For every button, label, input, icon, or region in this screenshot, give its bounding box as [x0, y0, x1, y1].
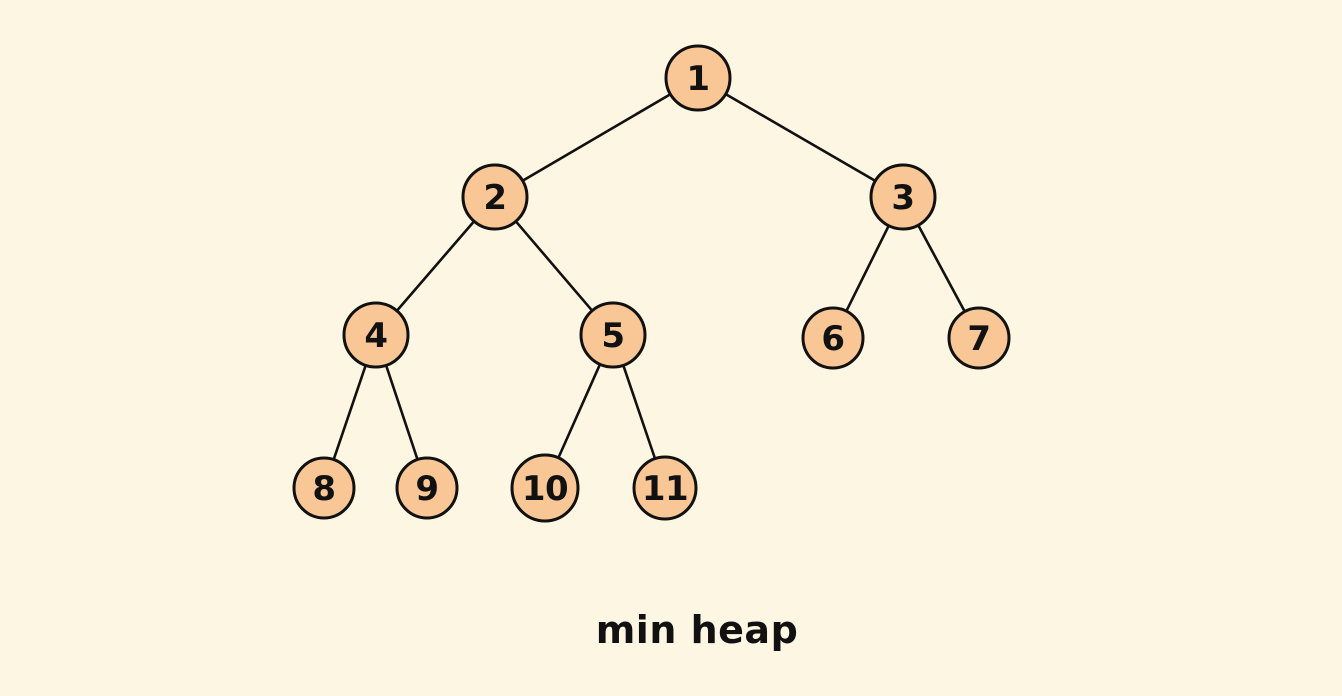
node-label: 3	[891, 178, 914, 218]
tree-edge	[385, 365, 419, 459]
node-label: 2	[483, 178, 506, 218]
node-label: 7	[967, 319, 990, 359]
tree-edge	[917, 225, 966, 312]
node-circle[interactable]	[579, 301, 647, 369]
edge-layer	[332, 93, 966, 460]
node-label: 4	[364, 316, 387, 356]
tree-node-11[interactable]: 11	[632, 455, 698, 521]
tree-node-10[interactable]: 10	[510, 453, 580, 523]
tree-node-7[interactable]: 7	[947, 306, 1011, 370]
node-circle[interactable]	[869, 163, 937, 231]
node-label: 6	[821, 319, 844, 359]
node-circle[interactable]	[801, 306, 865, 370]
tree-edge	[523, 93, 670, 182]
tree-edge	[332, 365, 367, 460]
tree-edge	[557, 364, 601, 458]
node-circle[interactable]	[947, 306, 1011, 370]
tree-edge	[622, 365, 656, 459]
tree-node-8[interactable]: 8	[292, 456, 356, 520]
node-label: 11	[642, 469, 688, 509]
node-circle[interactable]	[510, 453, 580, 523]
node-label: 10	[522, 469, 568, 509]
node-circle[interactable]	[342, 301, 410, 369]
tree-node-3[interactable]: 3	[869, 163, 937, 231]
diagram-caption: min heap	[596, 608, 799, 652]
tree-node-1[interactable]: 1	[664, 44, 732, 112]
node-circle[interactable]	[664, 44, 732, 112]
tree-edge	[515, 221, 593, 311]
tree-node-9[interactable]: 9	[395, 456, 459, 520]
tree-node-2[interactable]: 2	[461, 163, 529, 231]
node-label: 1	[686, 59, 709, 99]
node-label: 9	[415, 469, 438, 509]
node-label: 8	[312, 469, 335, 509]
node-label: 5	[601, 316, 624, 356]
tree-node-5[interactable]: 5	[579, 301, 647, 369]
tree-edge	[396, 221, 475, 311]
node-layer: 1 2 3 4 5 6 7 8 9 10 11	[292, 44, 1011, 523]
tree-edge	[726, 93, 875, 182]
tree-edge	[845, 226, 890, 311]
node-circle[interactable]	[395, 456, 459, 520]
node-circle[interactable]	[461, 163, 529, 231]
tree-node-4[interactable]: 4	[342, 301, 410, 369]
node-circle[interactable]	[632, 455, 698, 521]
node-circle[interactable]	[292, 456, 356, 520]
tree-node-6[interactable]: 6	[801, 306, 865, 370]
